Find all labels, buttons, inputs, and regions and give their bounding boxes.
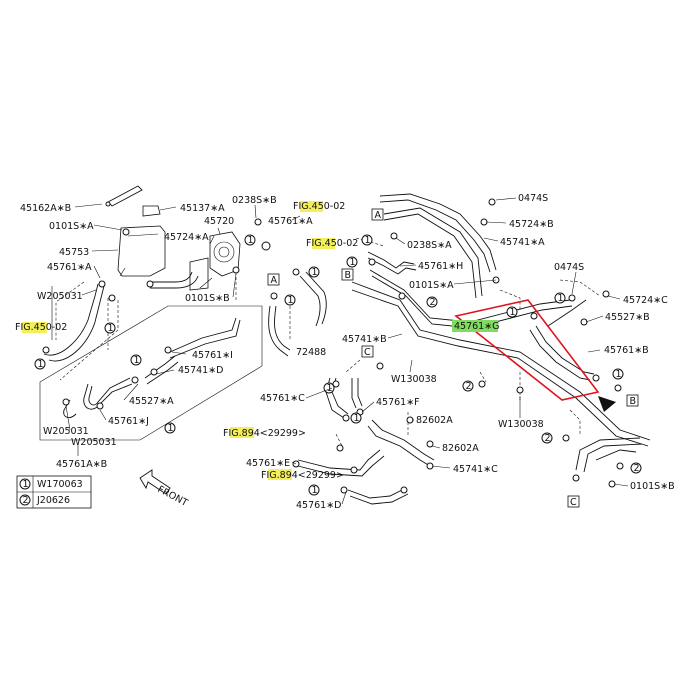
label-leaders xyxy=(65,197,629,505)
part-labels: 45162A∗B 45137∗A 0238S∗B FIG.450-02 0101… xyxy=(15,193,675,511)
ref-1: 1 xyxy=(288,295,294,306)
legend-value-1: W170063 xyxy=(37,479,83,490)
label-45761-g[interactable]: 45761∗G xyxy=(454,321,500,332)
hl-fig-4 xyxy=(230,427,254,438)
bottom-hoses xyxy=(297,377,435,505)
reference-markers xyxy=(34,234,642,496)
ref-1: 1 xyxy=(312,267,318,278)
ref-1: 1 xyxy=(108,323,114,334)
ref-1: 1 xyxy=(558,293,564,304)
ref-box-b-1: B xyxy=(345,270,352,281)
label-45162a-b[interactable]: 45162A∗B xyxy=(20,203,71,214)
label-45761-h[interactable]: 45761∗H xyxy=(418,261,463,272)
ref-box-c-2: C xyxy=(570,497,577,508)
label-front: FRONT xyxy=(156,484,190,509)
reservoir-tank xyxy=(105,185,166,277)
label-fig450-02-c[interactable]: FIG.450-02 xyxy=(15,322,67,333)
label-0101s-b-right[interactable]: 0101S∗B xyxy=(630,481,675,492)
ref-1: 1 xyxy=(510,307,516,318)
marker-numbers: 1 1 1 1 1 1 1 1 1 2 1 1 1 2 2 2 1 1 1 xyxy=(38,235,640,496)
ref-box-a-1: A xyxy=(375,210,382,221)
label-45527-b[interactable]: 45527∗B xyxy=(605,312,650,323)
left-hoses xyxy=(43,271,327,418)
label-0101s-a-left[interactable]: 0101S∗A xyxy=(49,221,94,232)
hl-fig-1 xyxy=(300,201,323,212)
label-45761-i[interactable]: 45761∗I xyxy=(192,350,233,361)
label-45137-a[interactable]: 45137∗A xyxy=(180,203,225,214)
front-arrow xyxy=(139,469,171,495)
label-45753[interactable]: 45753 xyxy=(59,247,89,258)
label-45724-a[interactable]: 45724∗A xyxy=(164,232,209,243)
ref-box-c-1: C xyxy=(364,347,371,358)
label-fig450-02-b[interactable]: FIG.450-02 xyxy=(306,238,358,249)
label-45761-e[interactable]: 45761∗E xyxy=(246,458,290,469)
hl-fig-2 xyxy=(312,238,335,249)
selection-box xyxy=(454,299,600,401)
label-0238s-a[interactable]: 0238S∗A xyxy=(407,240,452,251)
legend-value-2: J20626 xyxy=(36,495,70,506)
arrow-b xyxy=(598,396,616,412)
hl-part-g xyxy=(452,320,498,332)
subassembly-frame xyxy=(39,286,263,456)
label-0474s-a[interactable]: 0474S xyxy=(518,193,548,204)
label-45761-a-left[interactable]: 45761∗A xyxy=(47,262,92,273)
label-45527-a[interactable]: 45527∗A xyxy=(129,396,174,407)
label-0101s-a-mid[interactable]: 0101S∗A xyxy=(409,280,454,291)
label-w205031-a[interactable]: W205031 xyxy=(37,291,83,302)
label-45761-j[interactable]: 45761∗J xyxy=(108,416,149,427)
ref-box-b-2: B xyxy=(630,396,637,407)
ref-2: 2 xyxy=(430,297,436,308)
label-45741-a[interactable]: 45741∗A xyxy=(500,237,545,248)
label-72488[interactable]: 72488 xyxy=(296,347,326,358)
label-45761a-b[interactable]: 45761A∗B xyxy=(56,459,107,470)
label-45741-d[interactable]: 45741∗D xyxy=(178,365,224,376)
label-fig894-b[interactable]: FIG.894<29299> xyxy=(261,470,344,481)
label-45724-c[interactable]: 45724∗C xyxy=(623,295,668,306)
legend-table: 1 W170063 2 J20626 xyxy=(16,475,92,509)
label-fig894-a[interactable]: FIG.894<29299> xyxy=(223,428,306,439)
clamps xyxy=(42,198,624,494)
label-w130038-b[interactable]: W130038 xyxy=(498,419,544,430)
label-45761-f[interactable]: 45761∗F xyxy=(376,397,420,408)
label-45741-b[interactable]: 45741∗B xyxy=(342,334,387,345)
ref-2: 2 xyxy=(466,381,472,392)
label-45761-b[interactable]: 45761∗B xyxy=(604,345,649,356)
ref-1: 1 xyxy=(354,413,360,424)
label-82602a-a[interactable]: 82602A xyxy=(416,415,453,426)
label-w205031-c[interactable]: W205031 xyxy=(71,437,117,448)
label-fig450-02-a[interactable]: FIG.450-02 xyxy=(293,201,345,212)
label-45724-b[interactable]: 45724∗B xyxy=(509,219,554,230)
ref-1: 1 xyxy=(134,355,140,366)
label-0474s-b[interactable]: 0474S xyxy=(554,262,584,273)
label-45761-d[interactable]: 45761∗D xyxy=(296,500,342,511)
ref-1: 1 xyxy=(350,257,356,268)
label-45761-c[interactable]: 45761∗C xyxy=(260,393,305,404)
ref-2: 2 xyxy=(634,463,640,474)
ref-1: 1 xyxy=(248,235,254,246)
ref-1: 1 xyxy=(168,423,174,434)
label-0238s-b[interactable]: 0238S∗B xyxy=(232,195,277,206)
ref-2: 2 xyxy=(545,433,551,444)
reference-boxes: A A B B C C xyxy=(267,208,639,508)
hl-fig-5 xyxy=(268,469,292,480)
ref-1: 1 xyxy=(616,369,622,380)
label-w130038-a[interactable]: W130038 xyxy=(391,374,437,385)
ref-1: 1 xyxy=(365,235,371,246)
ref-1: 1 xyxy=(38,359,44,370)
label-45761-a-top[interactable]: 45761∗A xyxy=(268,216,313,227)
label-0101s-b[interactable]: 0101S∗B xyxy=(185,293,230,304)
label-82602a-b[interactable]: 82602A xyxy=(442,443,479,454)
hl-fig-3 xyxy=(22,322,47,333)
ref-box-a-2: A xyxy=(271,275,278,286)
label-w205031-b[interactable]: W205031 xyxy=(43,426,89,437)
legend-key-2: 2 xyxy=(23,495,29,506)
legend-key-1: 1 xyxy=(23,479,29,490)
ref-1: 1 xyxy=(312,485,318,496)
label-45741-c[interactable]: 45741∗C xyxy=(453,464,498,475)
ref-1: 1 xyxy=(327,383,333,394)
label-45720[interactable]: 45720 xyxy=(204,216,234,227)
